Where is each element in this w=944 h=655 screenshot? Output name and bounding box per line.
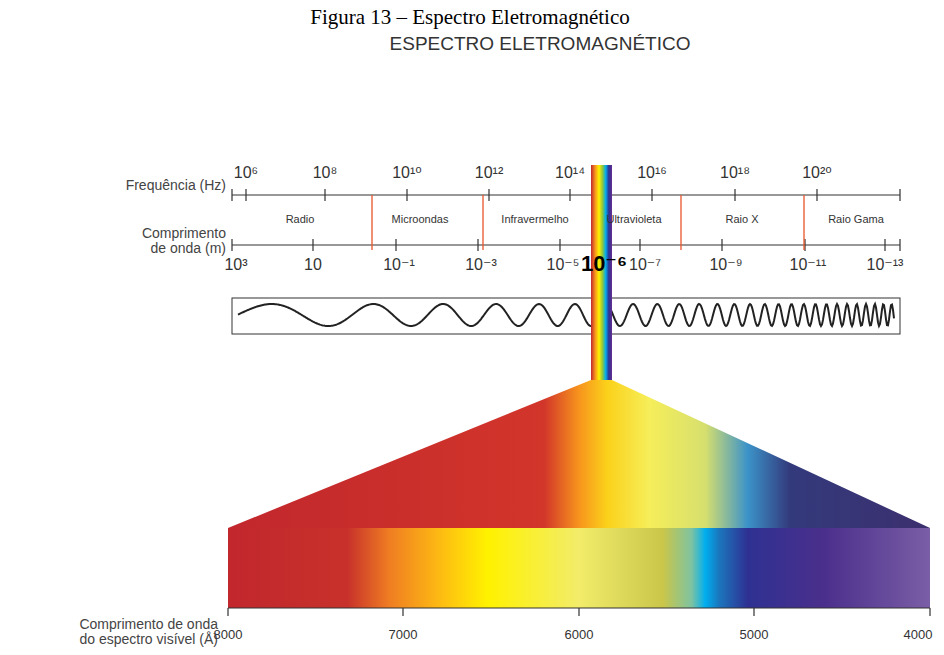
wavelength-tick: 10⁻⁷ <box>629 256 661 274</box>
figure-title: Figura 13 – Espectro Eletromagnético <box>310 6 630 29</box>
wavelength-tick: 10⁻¹³ <box>867 256 904 274</box>
band-separators <box>372 195 804 250</box>
visible-band <box>228 528 930 608</box>
wavelength-tick: 10⁻⁶ <box>581 252 627 276</box>
wavelength-value: 7000 <box>389 628 418 642</box>
axis-label: Comprimento de onda do espectro visível … <box>68 617 218 648</box>
wavelength-tick: 10³ <box>224 256 247 274</box>
wavelength-tick: 10⁻⁵ <box>547 256 580 274</box>
wavelength-tick: 10⁻¹¹ <box>790 256 827 274</box>
wavelength-tick: 10⁻⁹ <box>709 256 742 274</box>
diagram-heading: ESPECTRO ELETROMAGNÉTICO <box>390 34 691 55</box>
frequency-tick: 10¹⁸ <box>720 164 750 182</box>
frequency-tick: 10⁸ <box>313 164 338 182</box>
frequency-tick: 10¹⁰ <box>392 164 422 182</box>
band-name: Infravermelho <box>501 213 568 225</box>
wave-box <box>232 298 900 334</box>
wavelength-tick: 10 <box>304 256 322 274</box>
band-name: Microondas <box>392 213 449 225</box>
wavelength-tick: 10⁻¹ <box>383 256 415 274</box>
wavelength-value: 4000 <box>904 628 933 642</box>
frequency-tick: 10¹⁴ <box>555 164 585 182</box>
wavelength-value: 6000 <box>565 628 594 642</box>
wave-line <box>238 304 894 326</box>
wavelength-tick: 10⁻³ <box>465 256 497 274</box>
axis-label: Comprimento de onda (m) <box>126 226 226 257</box>
band-name: Ultravioleta <box>606 213 661 225</box>
axes <box>228 189 930 616</box>
visible-fan <box>228 380 930 528</box>
axis-label: Frequência (Hz) <box>126 178 226 193</box>
frequency-tick: 10⁶ <box>234 164 258 182</box>
band-name: Raio Gama <box>828 213 884 225</box>
wavelength-value: 5000 <box>740 628 769 642</box>
frequency-tick: 10²⁰ <box>802 164 832 182</box>
frequency-tick: 10¹² <box>475 164 503 182</box>
band-name: Radio <box>286 213 315 225</box>
wavelength-value: 8000 <box>214 628 243 642</box>
frequency-tick: 10¹⁶ <box>637 164 667 182</box>
band-name: Raio X <box>725 213 758 225</box>
